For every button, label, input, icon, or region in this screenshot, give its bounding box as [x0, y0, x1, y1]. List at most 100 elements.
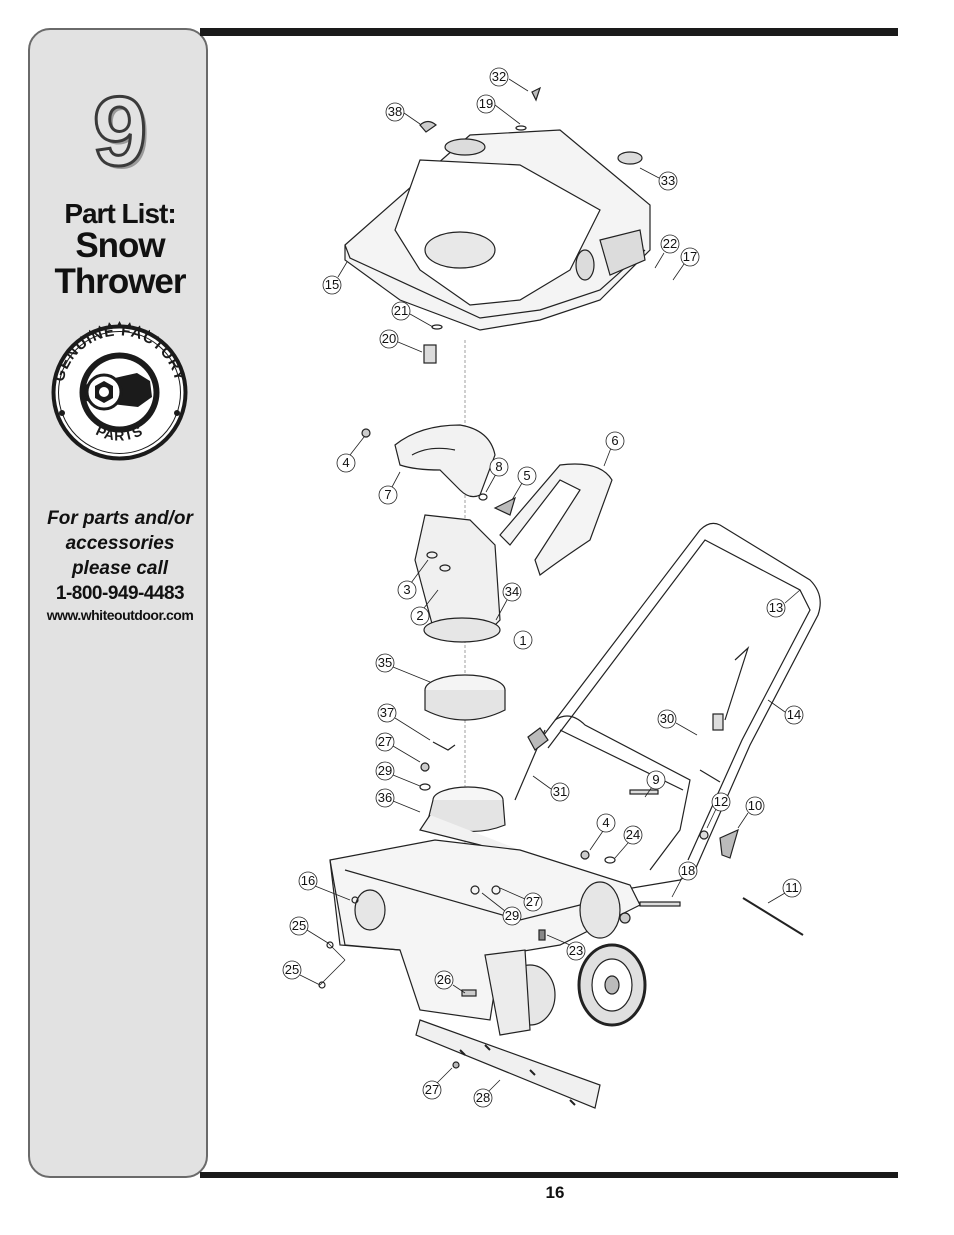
svg-text:20: 20 — [382, 331, 396, 346]
callout-14: 14 — [767, 699, 804, 725]
callout-8: 8 — [485, 457, 509, 493]
callout-4a: 4 — [336, 436, 365, 473]
footer-rule — [200, 1172, 898, 1178]
svg-text:7: 7 — [384, 487, 391, 502]
callout-32-label: 32 — [492, 69, 506, 84]
svg-text:27: 27 — [378, 734, 392, 749]
svg-text:16: 16 — [301, 873, 315, 888]
callout-27a: 27 — [375, 732, 421, 763]
svg-text:29: 29 — [378, 763, 392, 778]
svg-text:25: 25 — [285, 962, 299, 977]
callout-9: 9 — [644, 770, 666, 798]
svg-text:35: 35 — [378, 655, 392, 670]
svg-text:6: 6 — [611, 433, 618, 448]
callout-5: 5 — [511, 466, 537, 501]
contact-line-3: please call — [71, 558, 169, 579]
callout-6: 6 — [603, 431, 625, 467]
svg-text:23: 23 — [569, 943, 583, 958]
callout-34: 34 — [495, 582, 522, 621]
callout-26: 26 — [434, 970, 466, 994]
svg-text:9: 9 — [652, 772, 659, 787]
sidebar-panel: 9 Part List: Snow Thrower GENUINE FACTOR… — [28, 28, 208, 1178]
callout-20: 20 — [379, 329, 423, 353]
svg-text:24: 24 — [626, 827, 640, 842]
callout-35: 35 — [375, 653, 431, 683]
svg-text:17: 17 — [683, 249, 697, 264]
callout-38: 38 — [385, 102, 421, 125]
svg-text:4: 4 — [602, 815, 609, 830]
callout-4b: 4 — [589, 813, 616, 851]
contact-phone: 1-800-949-4483 — [55, 583, 185, 604]
page-title-line-3: Thrower — [54, 262, 186, 301]
svg-text:38: 38 — [388, 104, 402, 119]
callout-33: 33 — [639, 167, 678, 191]
svg-text:PARTS: PARTS — [94, 422, 146, 443]
svg-text:8: 8 — [495, 459, 502, 474]
svg-text:37: 37 — [380, 705, 394, 720]
svg-text:18: 18 — [681, 863, 695, 878]
svg-text:13: 13 — [769, 600, 783, 615]
callout-23: 23 — [546, 934, 586, 961]
svg-text:2: 2 — [416, 608, 423, 623]
callout-13: 13 — [766, 589, 801, 618]
svg-text:33: 33 — [661, 173, 675, 188]
header-rule — [200, 28, 898, 36]
callout-31: 31 — [532, 775, 570, 802]
svg-text:36: 36 — [378, 790, 392, 805]
callout-21: 21 — [391, 301, 434, 328]
svg-text:22: 22 — [663, 236, 677, 251]
callout-group: 32 19 38 33 22 17 15 21 20 4 7 8 5 6 3 2… — [282, 67, 804, 1108]
contact-line-2: accessories — [65, 533, 175, 554]
svg-text:12: 12 — [714, 794, 728, 809]
callout-25a: 25 — [289, 916, 346, 961]
callout-3: 3 — [397, 559, 429, 600]
svg-text:5: 5 — [523, 468, 530, 483]
page-title-line-2: Snow — [75, 226, 165, 265]
svg-text:11: 11 — [785, 880, 799, 895]
contact-line-1: For parts and/or — [47, 508, 193, 529]
callout-37: 37 — [377, 703, 431, 741]
callout-25b: 25 — [282, 959, 346, 986]
callout-15: 15 — [322, 261, 348, 295]
svg-text:25: 25 — [292, 918, 306, 933]
callout-10: 10 — [737, 796, 765, 829]
callout-18: 18 — [671, 861, 698, 898]
callout-24: 24 — [614, 825, 643, 859]
callout-19: 19 — [476, 94, 521, 125]
callout-22: 22 — [654, 234, 680, 269]
svg-text:21: 21 — [394, 303, 408, 318]
callout-29a: 29 — [375, 761, 421, 787]
svg-text:15: 15 — [325, 277, 339, 292]
svg-text:28: 28 — [476, 1090, 490, 1105]
svg-text:14: 14 — [787, 707, 801, 722]
callout-11: 11 — [767, 878, 802, 904]
svg-text:10: 10 — [748, 798, 762, 813]
svg-text:3: 3 — [403, 582, 410, 597]
genuine-factory-parts-seal-icon: GENUINE FACTORY PARTS — [51, 321, 188, 461]
callout-12: 12 — [706, 792, 731, 829]
svg-text:19: 19 — [479, 96, 493, 111]
callout-28: 28 — [473, 1079, 501, 1108]
svg-text:27: 27 — [526, 894, 540, 909]
callout-36: 36 — [375, 788, 421, 813]
callout-2: 2 — [410, 589, 439, 626]
callout-27b: 27 — [499, 887, 543, 912]
callout-27c: 27 — [422, 1067, 453, 1100]
contact-website: www.whiteoutdoor.com — [46, 607, 194, 623]
svg-text:4: 4 — [342, 455, 349, 470]
callout-32: 32 — [489, 67, 529, 92]
svg-text:31: 31 — [553, 784, 567, 799]
svg-text:1: 1 — [519, 633, 526, 648]
svg-text:34: 34 — [505, 584, 519, 599]
callout-1: 1 — [513, 630, 533, 650]
callout-16: 16 — [298, 871, 351, 901]
callout-30: 30 — [657, 709, 698, 736]
page-title-line-1: Part List: — [64, 198, 176, 229]
page-number: 16 — [545, 1183, 565, 1202]
callout-29b: 29 — [481, 892, 522, 926]
svg-text:26: 26 — [437, 972, 451, 987]
callout-17: 17 — [672, 247, 700, 281]
chapter-number: 9 — [91, 76, 149, 186]
diagram-drawing — [318, 86, 821, 1109]
